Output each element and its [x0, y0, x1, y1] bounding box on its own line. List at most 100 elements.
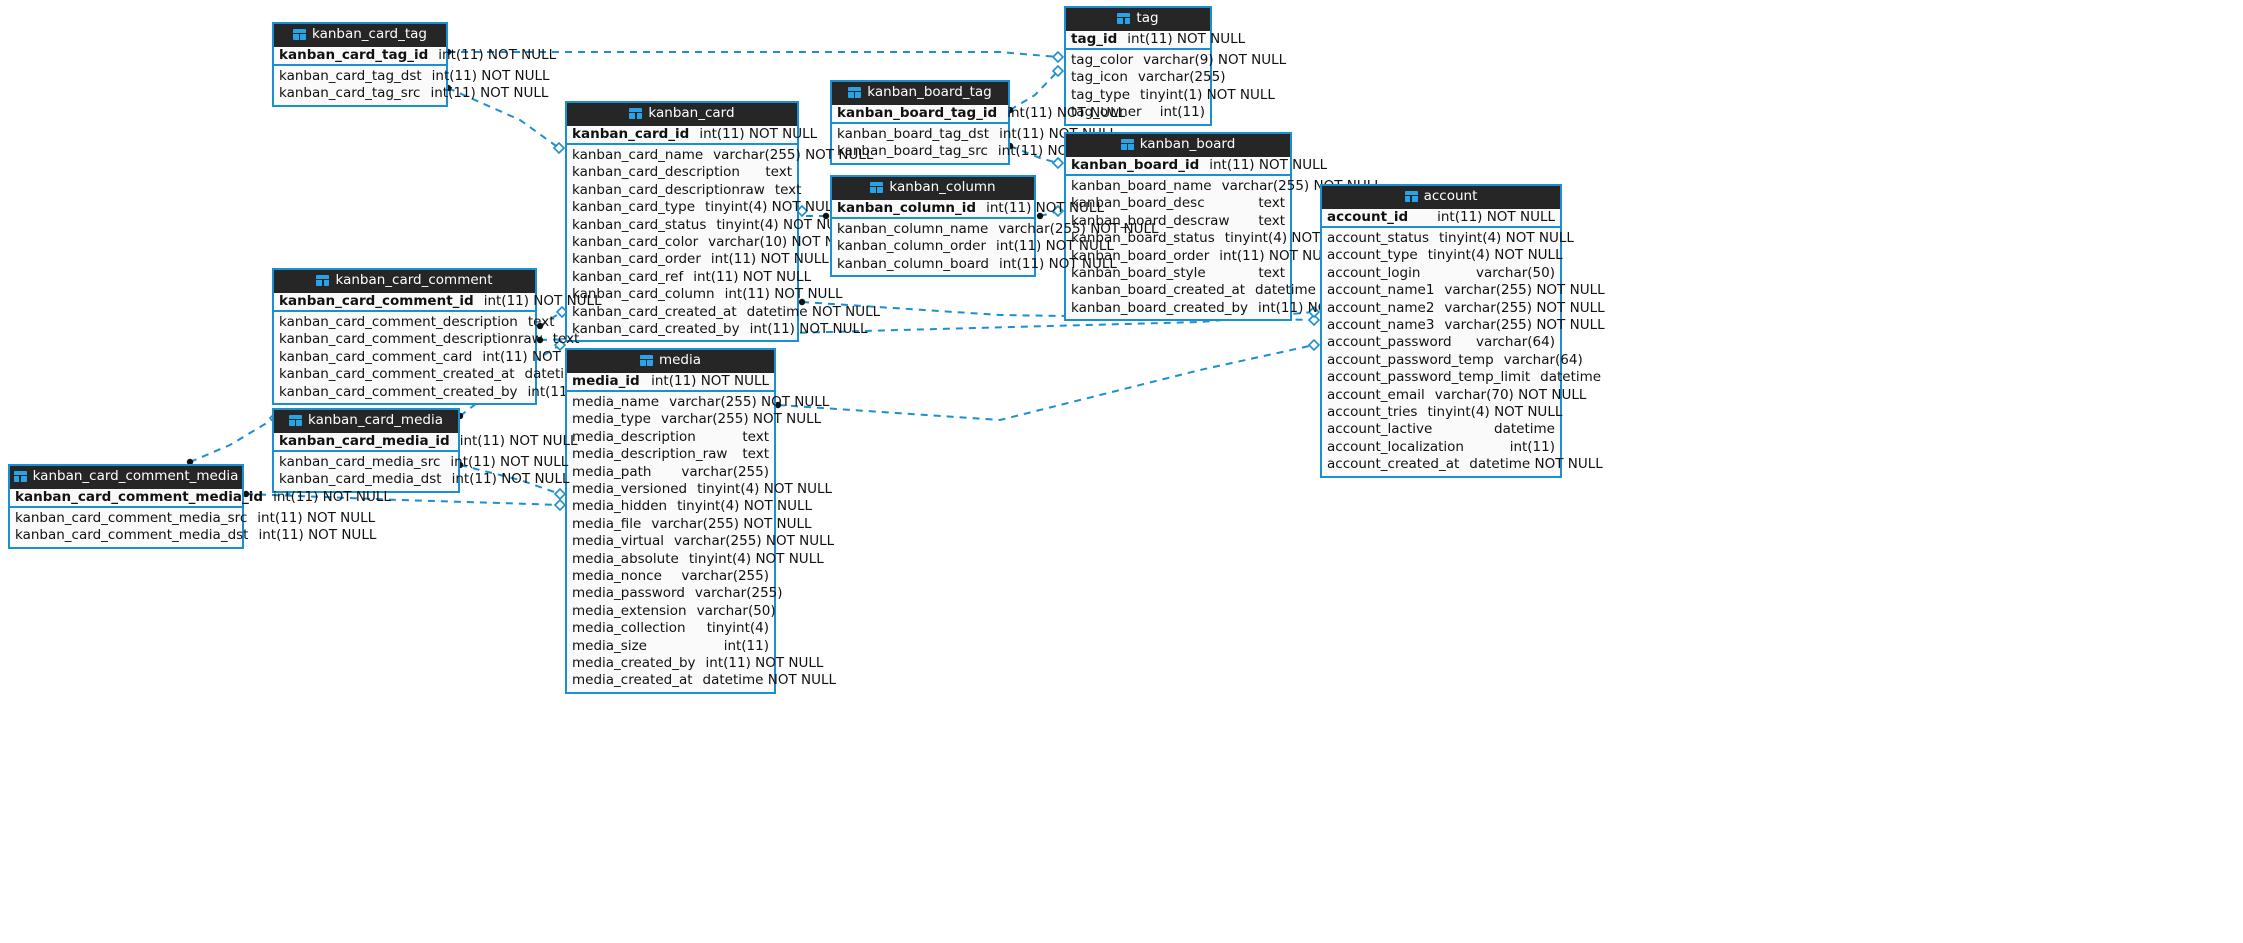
table-header-kanban-column[interactable]: kanban_column — [832, 177, 1034, 200]
table-header-media[interactable]: media — [567, 350, 774, 373]
table-header-kanban-board-tag[interactable]: kanban_board_tag — [832, 82, 1008, 105]
table-header-kanban-card-comment-media[interactable]: kanban_card_comment_media — [10, 466, 242, 489]
table-header-kanban-card[interactable]: kanban_card — [567, 103, 797, 126]
table-header-kanban-card-media[interactable]: kanban_card_media — [274, 410, 458, 433]
table-header-account[interactable]: account — [1322, 186, 1560, 209]
table-header-tag[interactable]: tag — [1066, 8, 1210, 31]
field-name: kanban_column_name — [837, 220, 989, 237]
table-header-kanban-board[interactable]: kanban_board — [1066, 134, 1290, 157]
table-header-kanban-card-tag[interactable]: kanban_card_tag — [274, 24, 446, 47]
table-header-kanban-card-comment[interactable]: kanban_card_comment — [274, 270, 535, 293]
